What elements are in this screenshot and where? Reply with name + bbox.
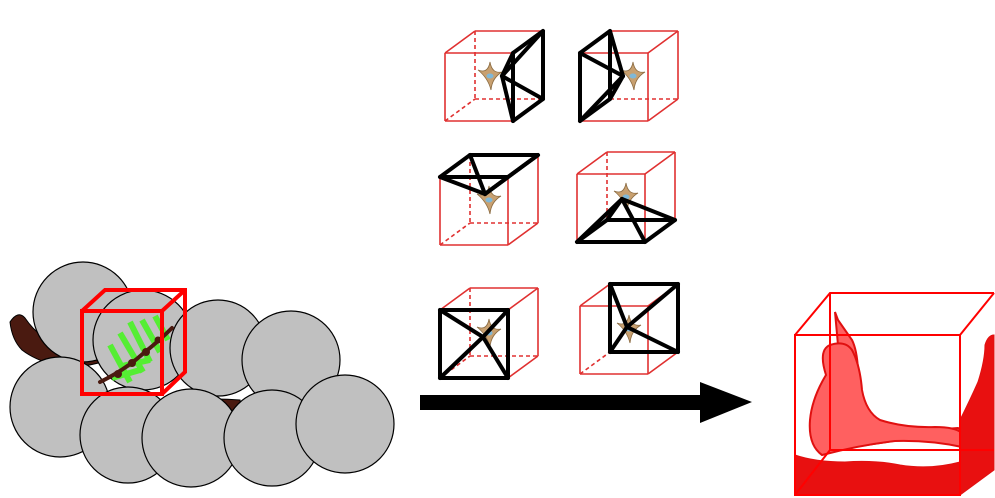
grid-box bbox=[80, 288, 187, 396]
cube-edge bbox=[507, 287, 539, 311]
cube-edge bbox=[579, 351, 611, 375]
fill-front-shape bbox=[794, 454, 961, 496]
dendrite-tip-icon bbox=[620, 61, 646, 91]
cube-edge bbox=[444, 30, 476, 54]
cube-edge bbox=[647, 98, 679, 122]
cube-edge bbox=[444, 98, 476, 122]
process-arrow bbox=[420, 382, 752, 423]
facet-cube-grid bbox=[438, 29, 680, 380]
cube-edge bbox=[507, 355, 539, 379]
cube-edge bbox=[439, 355, 471, 379]
cube-edge bbox=[439, 287, 471, 311]
grain bbox=[295, 374, 395, 474]
facet-pyramid bbox=[578, 29, 625, 123]
facet-cube-back bbox=[579, 282, 680, 375]
cube-edge bbox=[644, 151, 676, 175]
phase-field-volume bbox=[794, 292, 995, 496]
facet-cube-front bbox=[438, 287, 539, 380]
facet-cube-bottom bbox=[575, 151, 677, 244]
cube-edge bbox=[579, 283, 611, 307]
volume-cube-outline bbox=[794, 292, 995, 496]
facet-pyramid bbox=[438, 308, 510, 380]
facet-cube-left bbox=[578, 29, 679, 123]
facet-cube-right bbox=[444, 29, 545, 123]
facet-pyramid bbox=[575, 197, 677, 244]
fill-side-shape bbox=[959, 334, 995, 496]
dendrite-tip-icon bbox=[477, 61, 503, 91]
cube-edge bbox=[576, 151, 608, 175]
cube-edge bbox=[439, 222, 471, 246]
cube-edge bbox=[647, 30, 679, 54]
cube-edge bbox=[507, 222, 539, 246]
dendrite-crystal bbox=[98, 314, 174, 384]
facet-pyramid bbox=[608, 282, 680, 354]
facet-pyramid bbox=[500, 29, 545, 123]
facet-cube-top bbox=[438, 153, 540, 246]
grain-cluster-group bbox=[9, 261, 395, 488]
fill-back-blob bbox=[808, 342, 963, 457]
facet-pyramid bbox=[438, 153, 540, 196]
cube-edge bbox=[647, 351, 679, 375]
